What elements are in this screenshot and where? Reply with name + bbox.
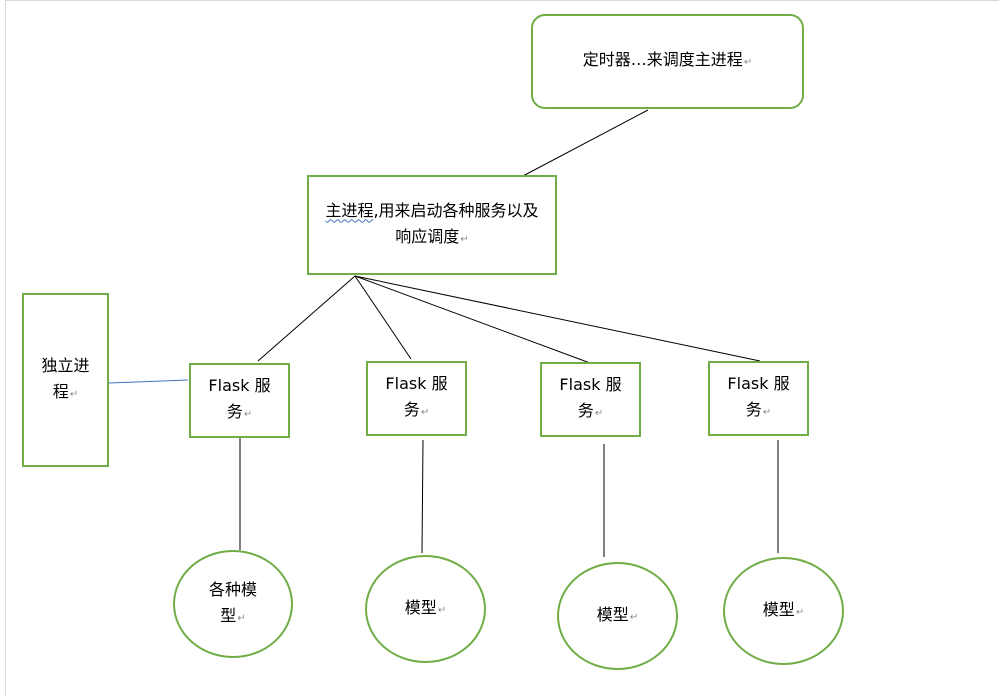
timer-node: 定时器…来调度主进程↵ [531,14,804,109]
model-label: 各种模型↵ [205,577,261,632]
main-process-text-part1: 主进程 [325,200,374,220]
model-node-1: 各种模型↵ [173,550,293,658]
paragraph-mark: ↵ [69,388,79,400]
flask-service-label: Flask 服务↵ [207,373,272,428]
model-node-3: 模型↵ [557,562,678,670]
model-node-2: 模型↵ [365,555,486,663]
paragraph-mark: ↵ [460,233,469,245]
independent-process-node: 独立进程↵ [22,293,109,467]
main-process-node: 主进程,用来启动各种服务以及响应调度↵ [307,175,557,275]
edge-main-flask-2 [354,275,412,360]
paragraph-mark: ↵ [243,409,253,420]
model-text: 模型 [762,599,795,619]
independent-process-text: 独立进程 [41,355,90,401]
timer-label: 定时器…来调度主进程↵ [583,47,752,76]
model-text: 模型 [404,597,437,617]
edge-main-flask-3 [354,275,591,364]
model-label: 模型↵ [405,595,446,624]
main-process-label: 主进程,用来启动各种服务以及响应调度↵ [321,198,543,253]
edge-timer-main [520,109,649,178]
edge-main-flask-1 [257,275,356,362]
paragraph-mark: ↵ [594,408,604,419]
flask-service-label: Flask 服务↵ [558,372,623,427]
paragraph-mark: ↵ [437,604,447,616]
timer-text: 定时器…来调度主进程 [582,50,743,69]
edge-main-flask-4 [354,275,761,362]
flask-service-label: Flask 服务↵ [726,371,791,426]
main-process-text-part2: ,用来启动各种服务以及响应调度 [373,200,539,246]
independent-process-label: 独立进程↵ [38,353,93,408]
edge-flask-2-model-2 [421,439,424,554]
flask-service-node-3: Flask 服务↵ [540,362,641,437]
paragraph-mark: ↵ [795,606,805,618]
flask-service-node-4: Flask 服务↵ [708,361,809,436]
page-border-top [5,0,999,1]
model-text: 各种模型 [208,579,257,625]
paragraph-mark: ↵ [420,407,430,418]
flask-service-node-1: Flask 服务↵ [189,363,290,438]
edge-independent-flask-1 [108,379,189,384]
flask-service-node-2: Flask 服务↵ [366,361,467,436]
model-text: 模型 [596,604,629,624]
paragraph-mark: ↵ [762,407,772,418]
model-node-4: 模型↵ [723,557,844,665]
flask-service-text: Flask 服务 [727,374,790,419]
flask-service-text: Flask 服务 [385,374,448,419]
paragraph-mark: ↵ [743,57,753,68]
page-border-left [5,0,6,696]
model-label: 模型↵ [597,602,638,631]
model-label: 模型↵ [763,597,804,626]
paragraph-mark: ↵ [629,611,639,623]
paragraph-mark: ↵ [237,612,246,624]
flask-service-text: Flask 服务 [208,376,271,421]
flask-service-label: Flask 服务↵ [384,371,449,426]
flask-service-text: Flask 服务 [559,375,622,420]
